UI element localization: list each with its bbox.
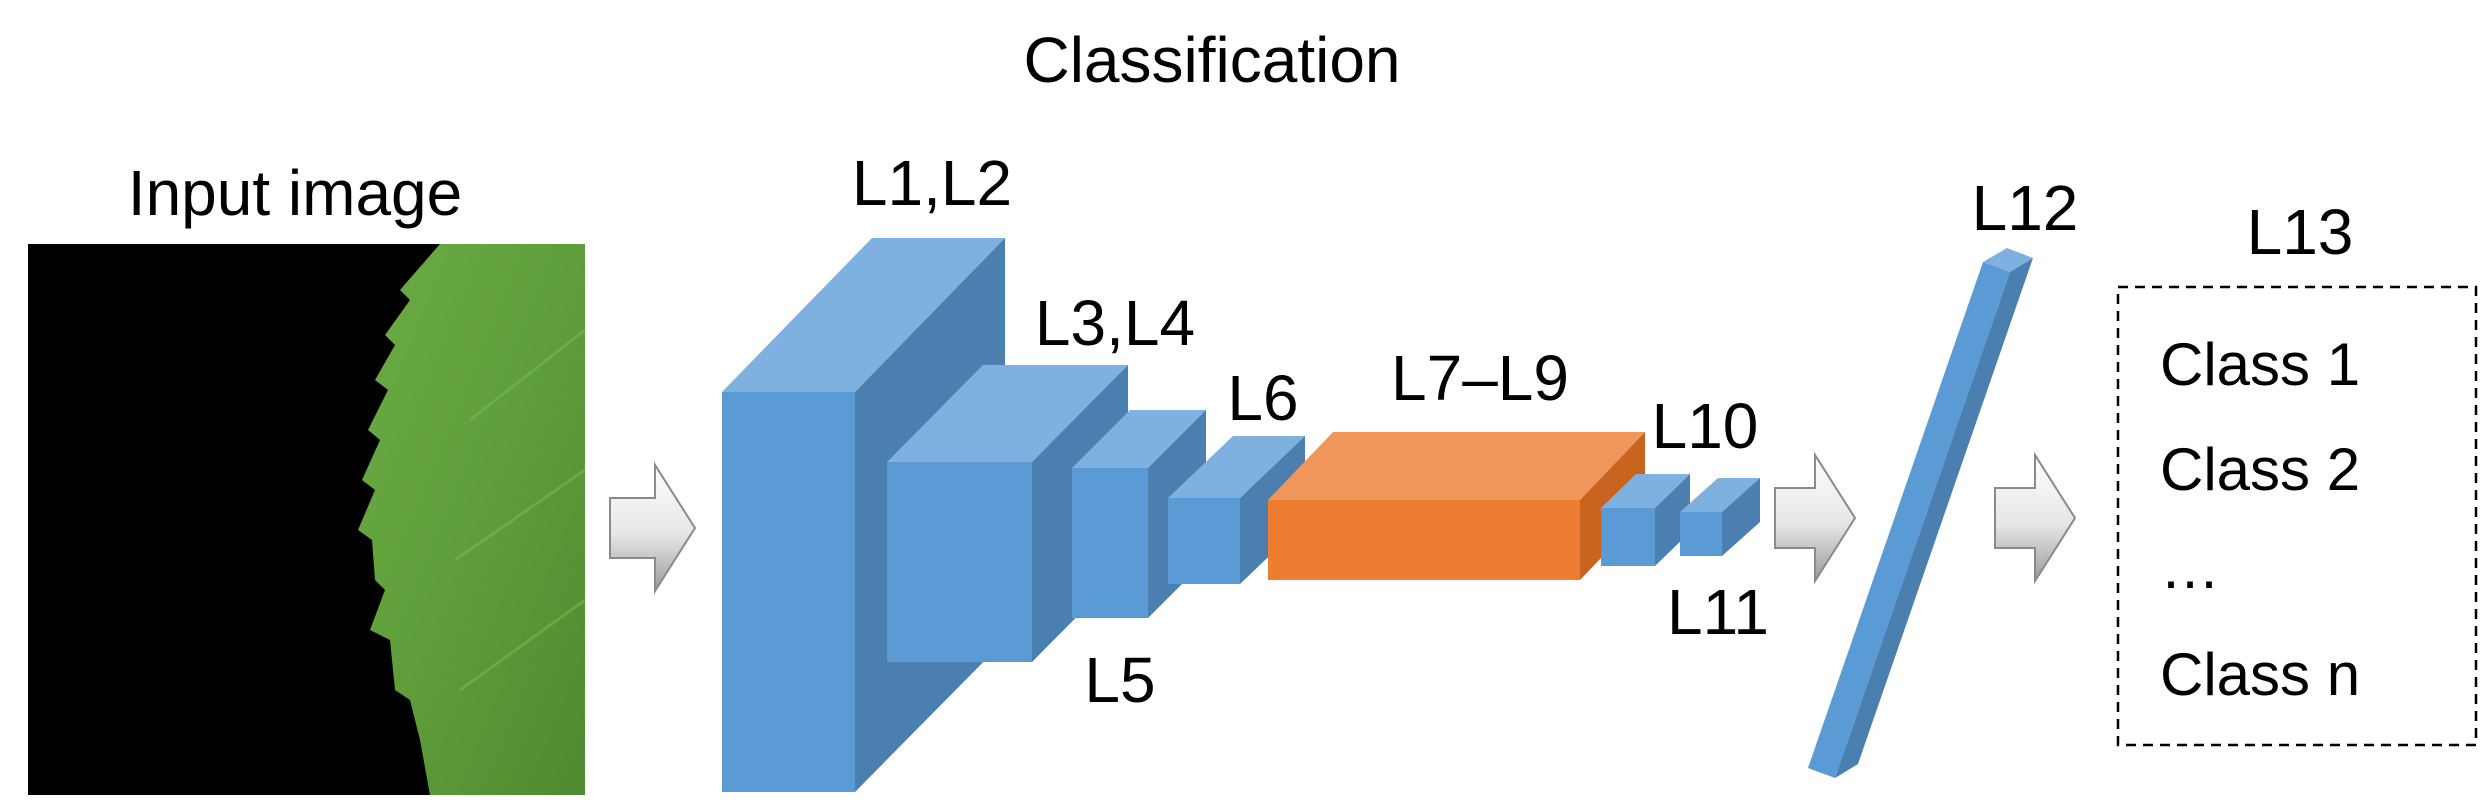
block-front [1072,468,1148,618]
leaf-vein [454,328,586,692]
leaf-image [358,244,585,795]
output-class-item: Class 1 [2160,331,2360,398]
block-top [1168,436,1305,498]
arrow-right-icon [1994,451,2077,585]
layer-block-l11 [1680,478,1760,556]
block-top [1072,410,1206,468]
block-front [887,462,1032,662]
block-front [1680,512,1722,556]
layer-label-l10: L10 [1652,390,1759,462]
input-image [28,244,586,795]
block-front [722,392,855,792]
block-top [1268,432,1645,500]
layer-block-l12 [1808,248,2033,778]
bar-front [1808,262,2010,778]
layer-label-l7-l9: L7–L9 [1391,342,1569,414]
layer-label-l6: L6 [1227,362,1298,434]
block-side [1655,474,1690,566]
layer-label-l1-l2: L1,L2 [852,147,1012,219]
output-class-item: Class n [2160,641,2360,708]
block-top [1680,478,1760,512]
output-classes-box [2116,285,2478,747]
bar-side [1835,258,2033,778]
layer-label-l12: L12 [1972,172,2079,244]
arrow-right-icon [609,461,697,595]
layer-label-l11: L11 [1667,576,1769,648]
block-front [1168,498,1240,584]
layer-label-l3-l4: L3,L4 [1035,287,1195,359]
output-class-item: … [2160,534,2220,601]
block-front [1601,508,1655,566]
bar-top [1983,248,2033,272]
layer-block-l10 [1601,474,1690,566]
block-top [722,238,1005,392]
layer-label-l13: L13 [2247,196,2354,268]
layer-label-l5: L5 [1084,644,1155,716]
block-top [1601,474,1690,508]
layer-block-l6 [1168,436,1305,584]
diagram-title: Classification [1023,24,1400,96]
block-top [887,365,1128,462]
input-image-label: Input image [128,157,462,229]
output-class-item: Class 2 [2160,436,2360,503]
arrow-right-icon [1774,451,1857,585]
block-front [1268,500,1580,580]
block-side [1722,478,1760,556]
layer-block-l7-l9 [1268,432,1645,580]
